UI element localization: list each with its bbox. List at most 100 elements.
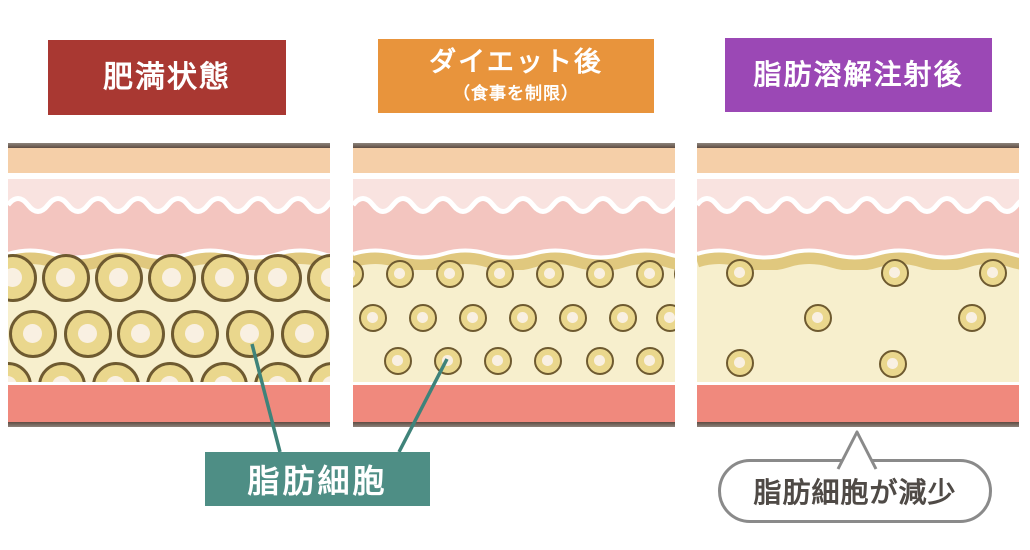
fat-cells-group: [353, 246, 675, 382]
dermis-layer: [8, 179, 330, 246]
fat-cell: [308, 362, 330, 382]
header-obese-state-label: 肥満状態: [103, 61, 231, 94]
fat-cell: [636, 260, 664, 288]
bubble-pointer-arrow: [836, 430, 878, 470]
fat-cell: [586, 260, 614, 288]
fat-cell: [226, 310, 274, 358]
fat-cell-highlight: [8, 375, 17, 382]
fat-cell: [881, 259, 909, 287]
muscle-layer: [8, 385, 330, 422]
fat-cell: [979, 259, 1007, 287]
fat-cell-decrease-text: 脂肪細胞が減少: [753, 477, 957, 508]
fat-cell-highlight: [889, 267, 901, 279]
header-obese-state: 肥満状態: [48, 40, 286, 115]
fat-cell: [92, 362, 140, 382]
fat-cell-highlight: [367, 312, 379, 324]
fat-cell-highlight: [159, 375, 179, 382]
fat-cell: [586, 347, 614, 375]
fat-cell: [656, 304, 675, 332]
skin-panel-after-injection: [697, 143, 1019, 427]
fat-cell-highlight: [542, 355, 554, 367]
muscle-bottom-line: [353, 422, 675, 427]
fat-cell-highlight: [734, 357, 746, 369]
fat-cell: [804, 304, 832, 332]
epidermis-layer: [353, 148, 675, 173]
header-after-injection: 脂肪溶解注射後: [725, 38, 992, 112]
fat-cell-callout: 脂肪細胞: [205, 452, 430, 506]
skin-panel-after-diet: [353, 143, 675, 427]
fat-cell: [879, 350, 907, 378]
fat-cell-highlight: [105, 375, 125, 382]
fat-cell: [386, 260, 414, 288]
fat-cell-highlight: [644, 268, 656, 280]
fat-cell-highlight: [214, 267, 234, 287]
fat-cell-highlight: [267, 375, 287, 382]
fat-cell-highlight: [567, 312, 579, 324]
subcutaneous-fat-layer: [697, 246, 1019, 382]
fat-cell: [636, 347, 664, 375]
fat-cell-highlight: [353, 268, 356, 280]
header-after-diet: ダイエット後 （食事を制限）: [378, 39, 654, 113]
skin-panel-obese: [8, 143, 330, 427]
fat-cell-highlight: [239, 323, 259, 343]
fat-cell-highlight: [492, 355, 504, 367]
fat-cell-highlight: [966, 312, 978, 324]
fat-cell-highlight: [267, 267, 287, 287]
layer-gap: [353, 382, 675, 385]
fat-cell: [536, 260, 564, 288]
fat-cell-decrease-bubble: 脂肪細胞が減少: [718, 459, 992, 523]
epidermis-layer: [697, 148, 1019, 173]
fat-cell-highlight: [644, 355, 656, 367]
dermis-layer: [353, 179, 675, 246]
fat-cell-highlight: [544, 268, 556, 280]
header-after-diet-sublabel: （食事を制限）: [453, 84, 579, 104]
layer-gap: [8, 173, 330, 179]
fat-cell-highlight: [320, 267, 330, 287]
subcutaneous-fat-layer: [8, 246, 330, 382]
fat-cell: [559, 304, 587, 332]
fat-cell: [459, 304, 487, 332]
fat-cell: [307, 254, 330, 302]
muscle-layer: [697, 385, 1019, 422]
fat-cell: [353, 260, 364, 288]
fat-cell: [64, 310, 112, 358]
dermis-wave-graphic: [8, 196, 330, 246]
fat-cell: [95, 254, 143, 302]
fat-cell-highlight: [987, 267, 999, 279]
fat-cell-highlight: [467, 312, 479, 324]
dermis-layer: [697, 179, 1019, 246]
muscle-layer: [353, 385, 675, 422]
fat-cell: [726, 259, 754, 287]
fat-boundary-wave-graphic: [697, 246, 1019, 270]
epidermis-layer: [8, 148, 330, 173]
fat-cell: [609, 304, 637, 332]
fat-cell: [117, 310, 165, 358]
fat-cell-highlight: [734, 267, 746, 279]
fat-cell-highlight: [161, 267, 181, 287]
layer-gap: [8, 382, 330, 385]
fat-cell: [200, 362, 248, 382]
skin-surface-line: [353, 143, 675, 148]
layer-gap: [353, 173, 675, 179]
fat-cell-highlight: [51, 375, 71, 382]
fat-cell-highlight: [442, 355, 454, 367]
fat-cell-highlight: [294, 323, 314, 343]
fat-cell-highlight: [617, 312, 629, 324]
fat-cell: [42, 254, 90, 302]
fat-cell: [359, 304, 387, 332]
dermis-wave-graphic: [353, 196, 675, 246]
fat-cell-highlight: [184, 323, 204, 343]
fat-cell-highlight: [417, 312, 429, 324]
fat-cell-callout-text: 脂肪細胞: [247, 463, 388, 499]
layer-gap: [697, 173, 1019, 179]
header-after-injection-label: 脂肪溶解注射後: [753, 58, 964, 90]
fat-cell-highlight: [22, 323, 42, 343]
fat-cell: [146, 362, 194, 382]
fat-cell-highlight: [392, 355, 404, 367]
fat-cell-highlight: [812, 312, 824, 324]
fat-cell: [201, 254, 249, 302]
layer-gap: [697, 382, 1019, 385]
fat-cell-highlight: [8, 267, 22, 287]
fat-cell-highlight: [108, 267, 128, 287]
fat-cell: [8, 362, 32, 382]
